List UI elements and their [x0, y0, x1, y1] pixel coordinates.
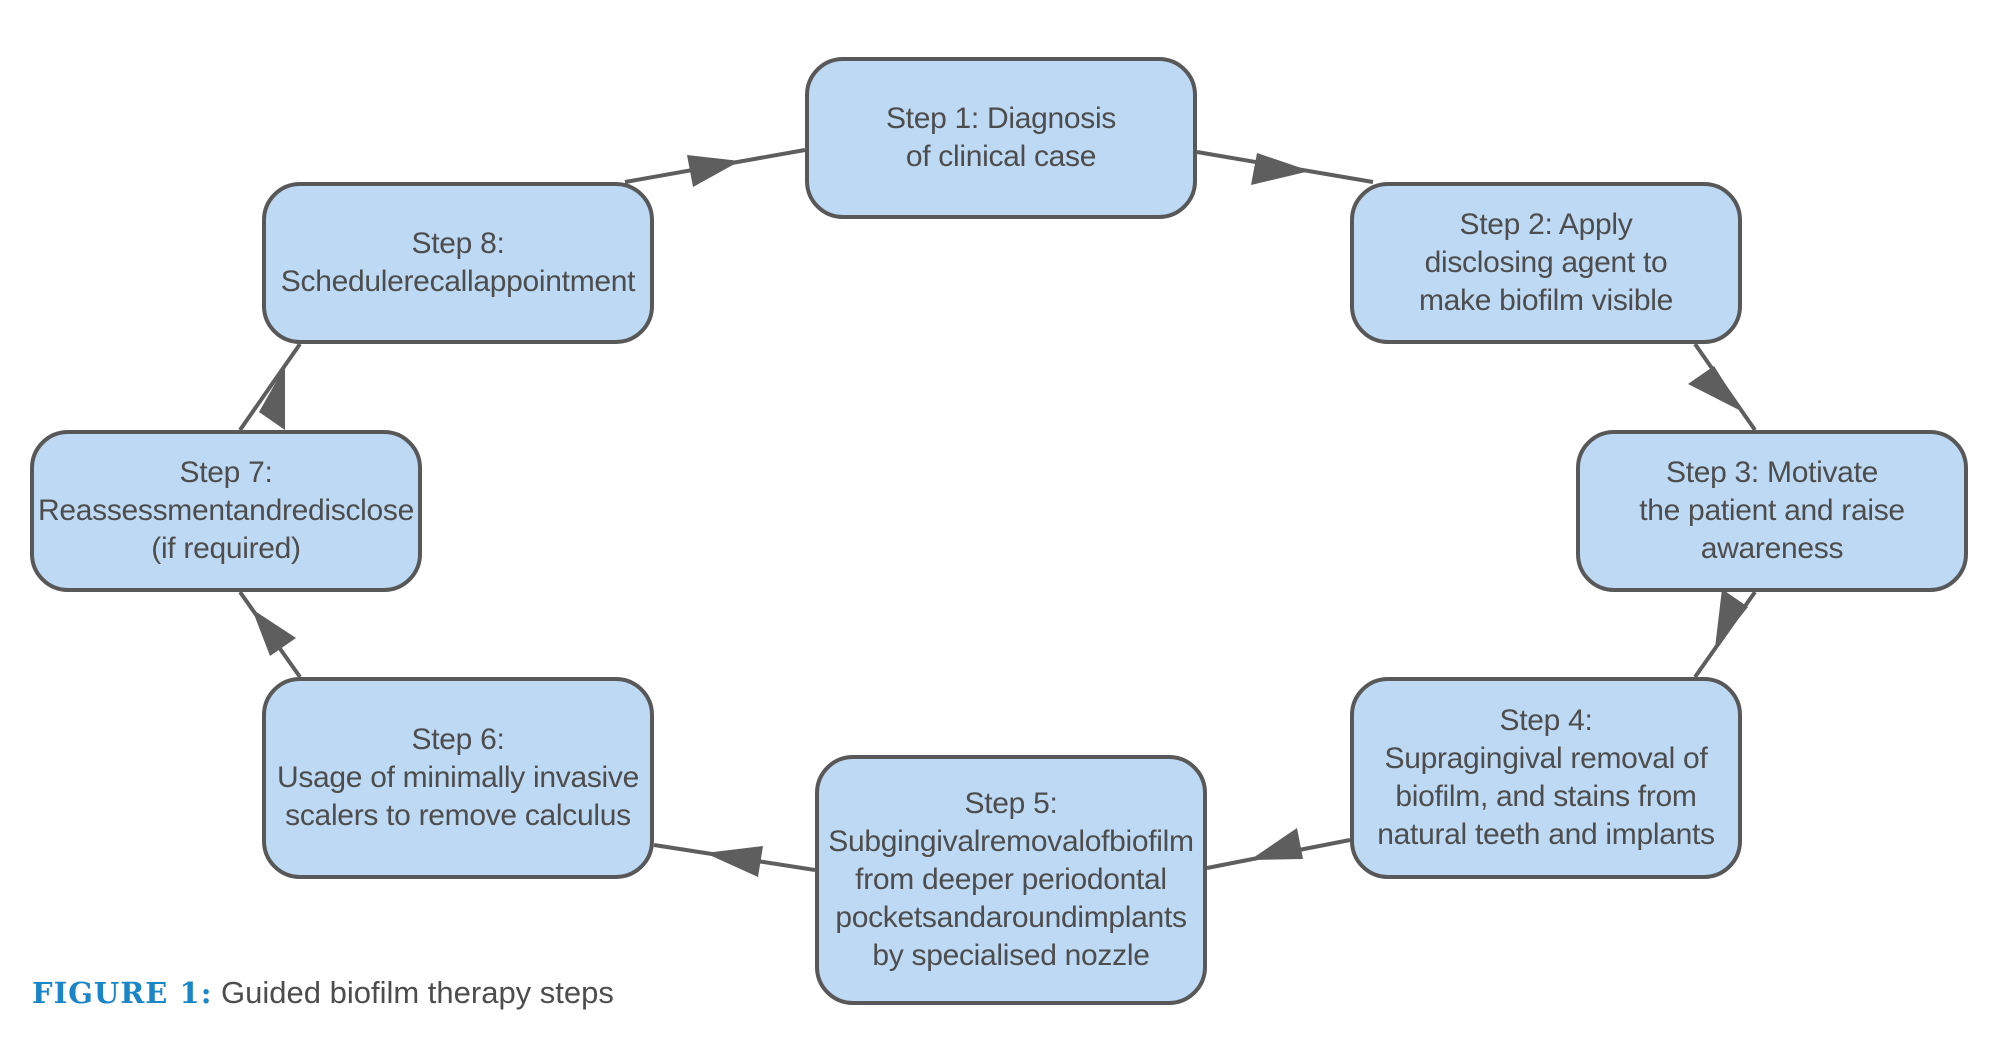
step-5-line: Step 5:	[964, 787, 1058, 820]
arrowhead-step2-step3	[1688, 366, 1743, 412]
figure-caption-text: Guided biofilm therapy steps	[212, 975, 614, 1010]
step-4-line: Step 4:	[1499, 704, 1593, 737]
step-4-line: Supragingival removal of	[1384, 742, 1708, 775]
step-6-line: scalers to remove calculus	[285, 799, 631, 832]
step-2-line: disclosing agent to	[1424, 246, 1668, 279]
step-6-box: Step 6: Usage of minimally invasive scal…	[262, 677, 654, 879]
figure-caption: FIGURE 1: Guided biofilm therapy steps	[32, 975, 614, 1011]
figure-caption-label: FIGURE 1:	[32, 976, 213, 1010]
step-2-box: Step 2: Apply disclosing agent to make b…	[1350, 182, 1742, 344]
step-6-line: Usage of minimally invasive	[276, 761, 640, 794]
connector-step7-step8	[238, 342, 302, 432]
step-3-line: the patient and raise	[1639, 494, 1905, 527]
arrowhead-step7-step8	[259, 366, 285, 430]
step-5-line: from deeper periodontal	[855, 863, 1167, 896]
arrowhead-step5-step6	[705, 846, 763, 877]
step-7-line: Step 7:	[179, 456, 273, 489]
step-1-box: Step 1: Diagnosis of clinical case	[805, 57, 1197, 219]
step-4-line: natural teeth and implants	[1377, 818, 1715, 851]
arrowhead-step8-step1	[687, 155, 740, 187]
arrowhead-step1-step2	[1251, 153, 1310, 185]
step-1-line: Step 1: Diagnosis	[885, 102, 1117, 135]
arrowhead-step6-step7	[252, 609, 296, 656]
step-4-line: biofilm, and stains from	[1395, 780, 1697, 813]
step-5-line: by specialised nozzle	[872, 939, 1150, 972]
step-8-line: Step 8:	[411, 227, 505, 260]
step-4-box: Step 4: Supragingival removal of biofilm…	[1350, 677, 1742, 879]
step-3-line: Step 3: Motivate	[1666, 456, 1878, 489]
step-2-line: Step 2: Apply	[1459, 208, 1633, 241]
step-7-box: Step 7: Reassessmentandredisclose (if re…	[30, 430, 422, 592]
step-2-line: make biofilm visible	[1418, 284, 1674, 317]
step-7-line: Reassessmentandredisclose	[37, 494, 415, 527]
step-3-box: Step 3: Motivate the patient and raise a…	[1576, 430, 1968, 592]
step-5-line: pocketsandaroundimplants	[835, 901, 1187, 934]
step-6-line: Step 6:	[411, 723, 505, 756]
step-3-line: awareness	[1700, 532, 1844, 565]
step-7-line: (if required)	[151, 532, 301, 565]
step-5-box: Step 5: Subgingivalremovalofbiofilm from…	[815, 755, 1207, 1005]
arrowhead-step4-step5	[1250, 828, 1303, 860]
step-8-box: Step 8: Schedulerecallappointment	[262, 182, 654, 344]
step-5-line: Subgingivalremovalofbiofilm	[828, 825, 1194, 858]
step-8-line: Schedulerecallappointment	[280, 265, 636, 298]
arrowhead-step3-step4	[1715, 589, 1748, 648]
step-1-line: of clinical case	[905, 140, 1097, 173]
